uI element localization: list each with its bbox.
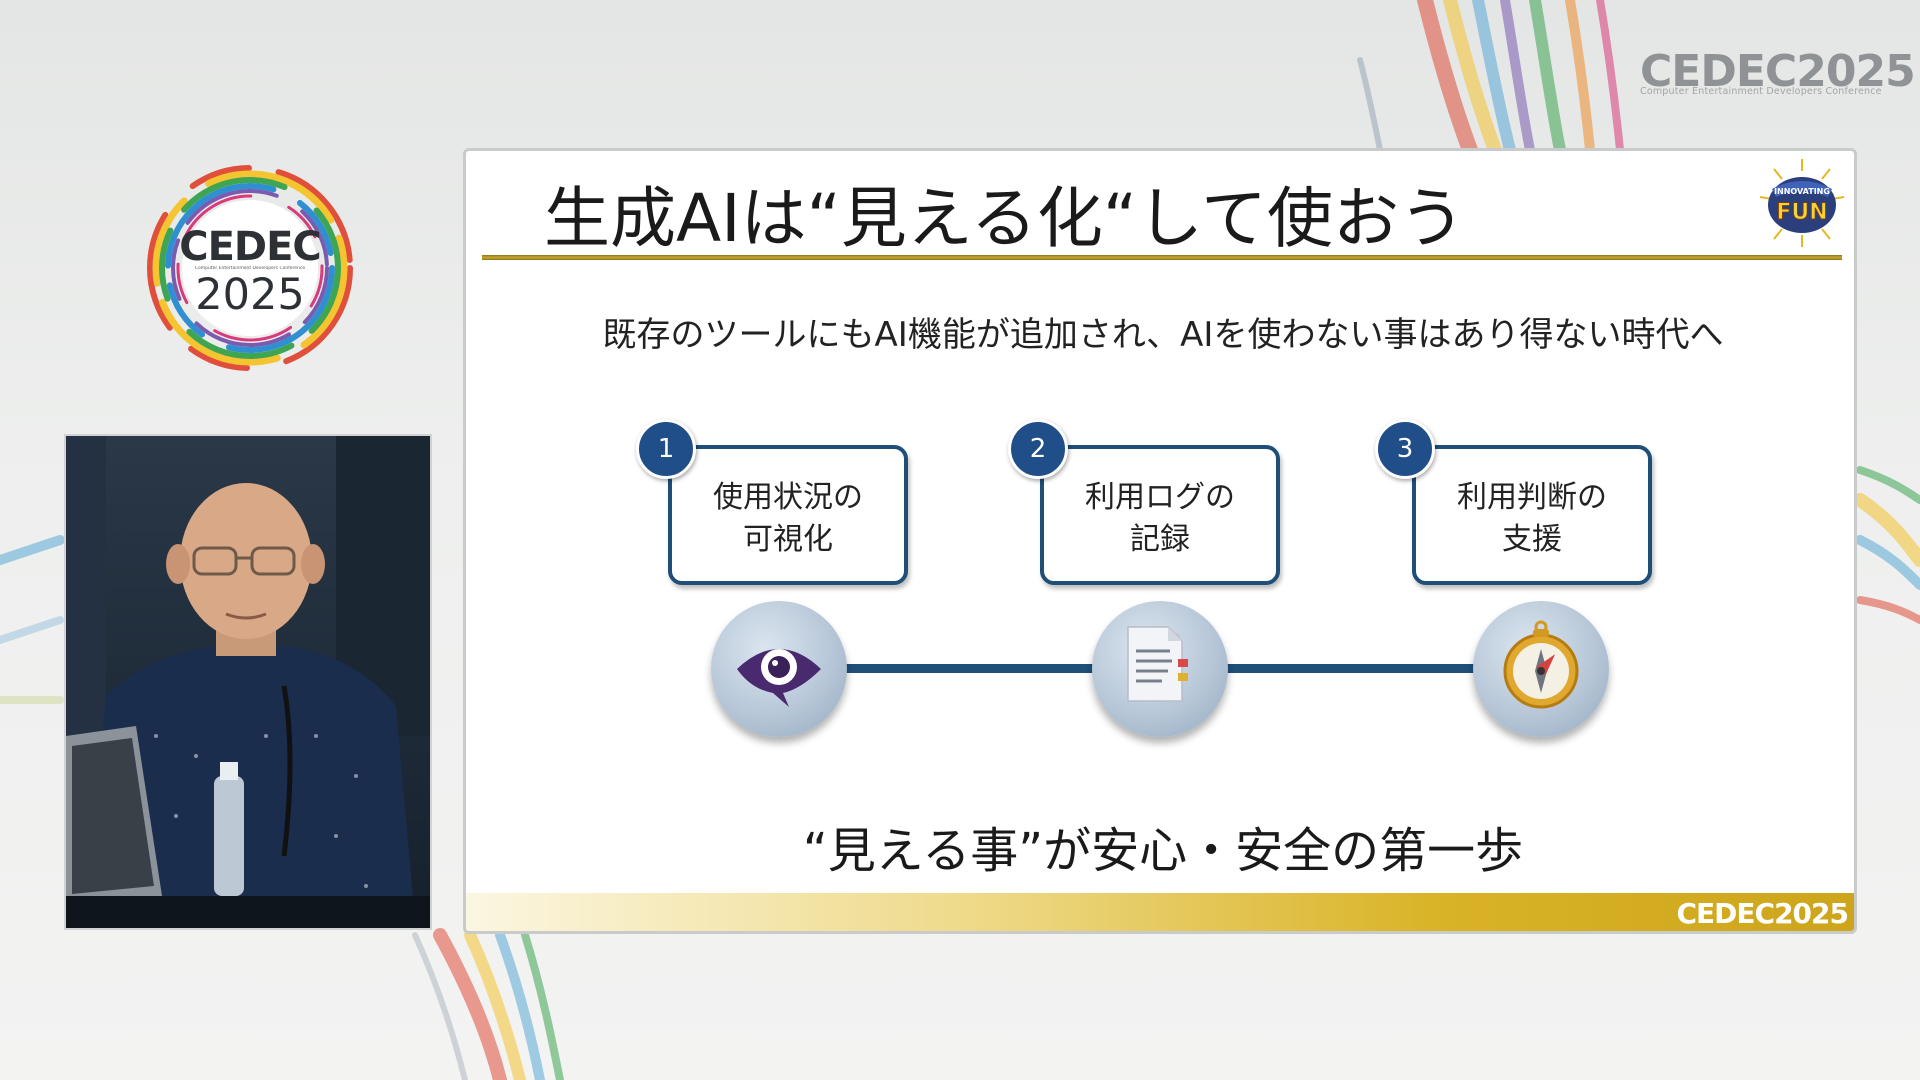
speaker-video: [64, 434, 432, 930]
step-number-2: 2: [1008, 419, 1068, 479]
step-label-3: 利用判断の 支援: [1457, 480, 1607, 557]
slide-tagline: “見える事”が安心・安全の第一歩: [802, 823, 1524, 879]
step-number-3: 3: [1375, 419, 1435, 479]
badge-main-text: FUN: [1776, 200, 1827, 225]
event-logo-text: CEDEC2025: [1640, 46, 1916, 97]
step-label-1: 使用状況の 可視化: [713, 480, 863, 557]
footer-logo: CEDEC2025: [1676, 897, 1849, 930]
eye-icon: [737, 649, 821, 707]
document-icon: [1127, 626, 1188, 702]
step-card-3: 利用判断の 支援: [1412, 445, 1652, 585]
step-card-1: 使用状況の 可視化: [668, 445, 908, 585]
speaker-image: [66, 436, 430, 928]
step-label-2: 利用ログの 記録: [1085, 480, 1235, 557]
event-logo-top-right: CEDEC2025 Computer Entertainment Develop…: [1630, 46, 1916, 106]
slide-lead-text: 既存のツールにもAI機能が追加され、AIを使わない事はあり得ない時代へ: [602, 315, 1724, 355]
ring-logo-word: CEDEC: [179, 224, 322, 270]
presentation-slide: 生成AIは“見える化“して使おう INNOVATING FUN 既存のツールにも…: [463, 148, 1857, 934]
innovating-fun-badge: INNOVATING FUN: [1759, 159, 1845, 247]
compass-icon-badge: [1473, 601, 1609, 737]
badge-top-text: INNOVATING: [1774, 187, 1830, 196]
slide-title: 生成AIは“見える化“して使おう: [544, 180, 1466, 257]
ring-logo-year: 2025: [195, 270, 305, 320]
ring-graphic: [147, 165, 353, 371]
event-ring-logo: CEDEC Computer Entertainment Developers …: [140, 158, 360, 378]
compass-icon: [1503, 620, 1579, 709]
step-number-1: 1: [636, 419, 696, 479]
ring-logo-subtitle: Computer Entertainment Developers Confer…: [194, 266, 306, 271]
title-divider: [482, 255, 1842, 260]
document-icon-badge: [1092, 601, 1228, 737]
step-card-2: 利用ログの 記録: [1040, 445, 1280, 585]
eye-icon-badge: [711, 601, 847, 737]
event-logo-subtitle: Computer Entertainment Developers Confer…: [1640, 86, 1882, 97]
slide-footer-band: CEDEC2025: [466, 893, 1854, 931]
